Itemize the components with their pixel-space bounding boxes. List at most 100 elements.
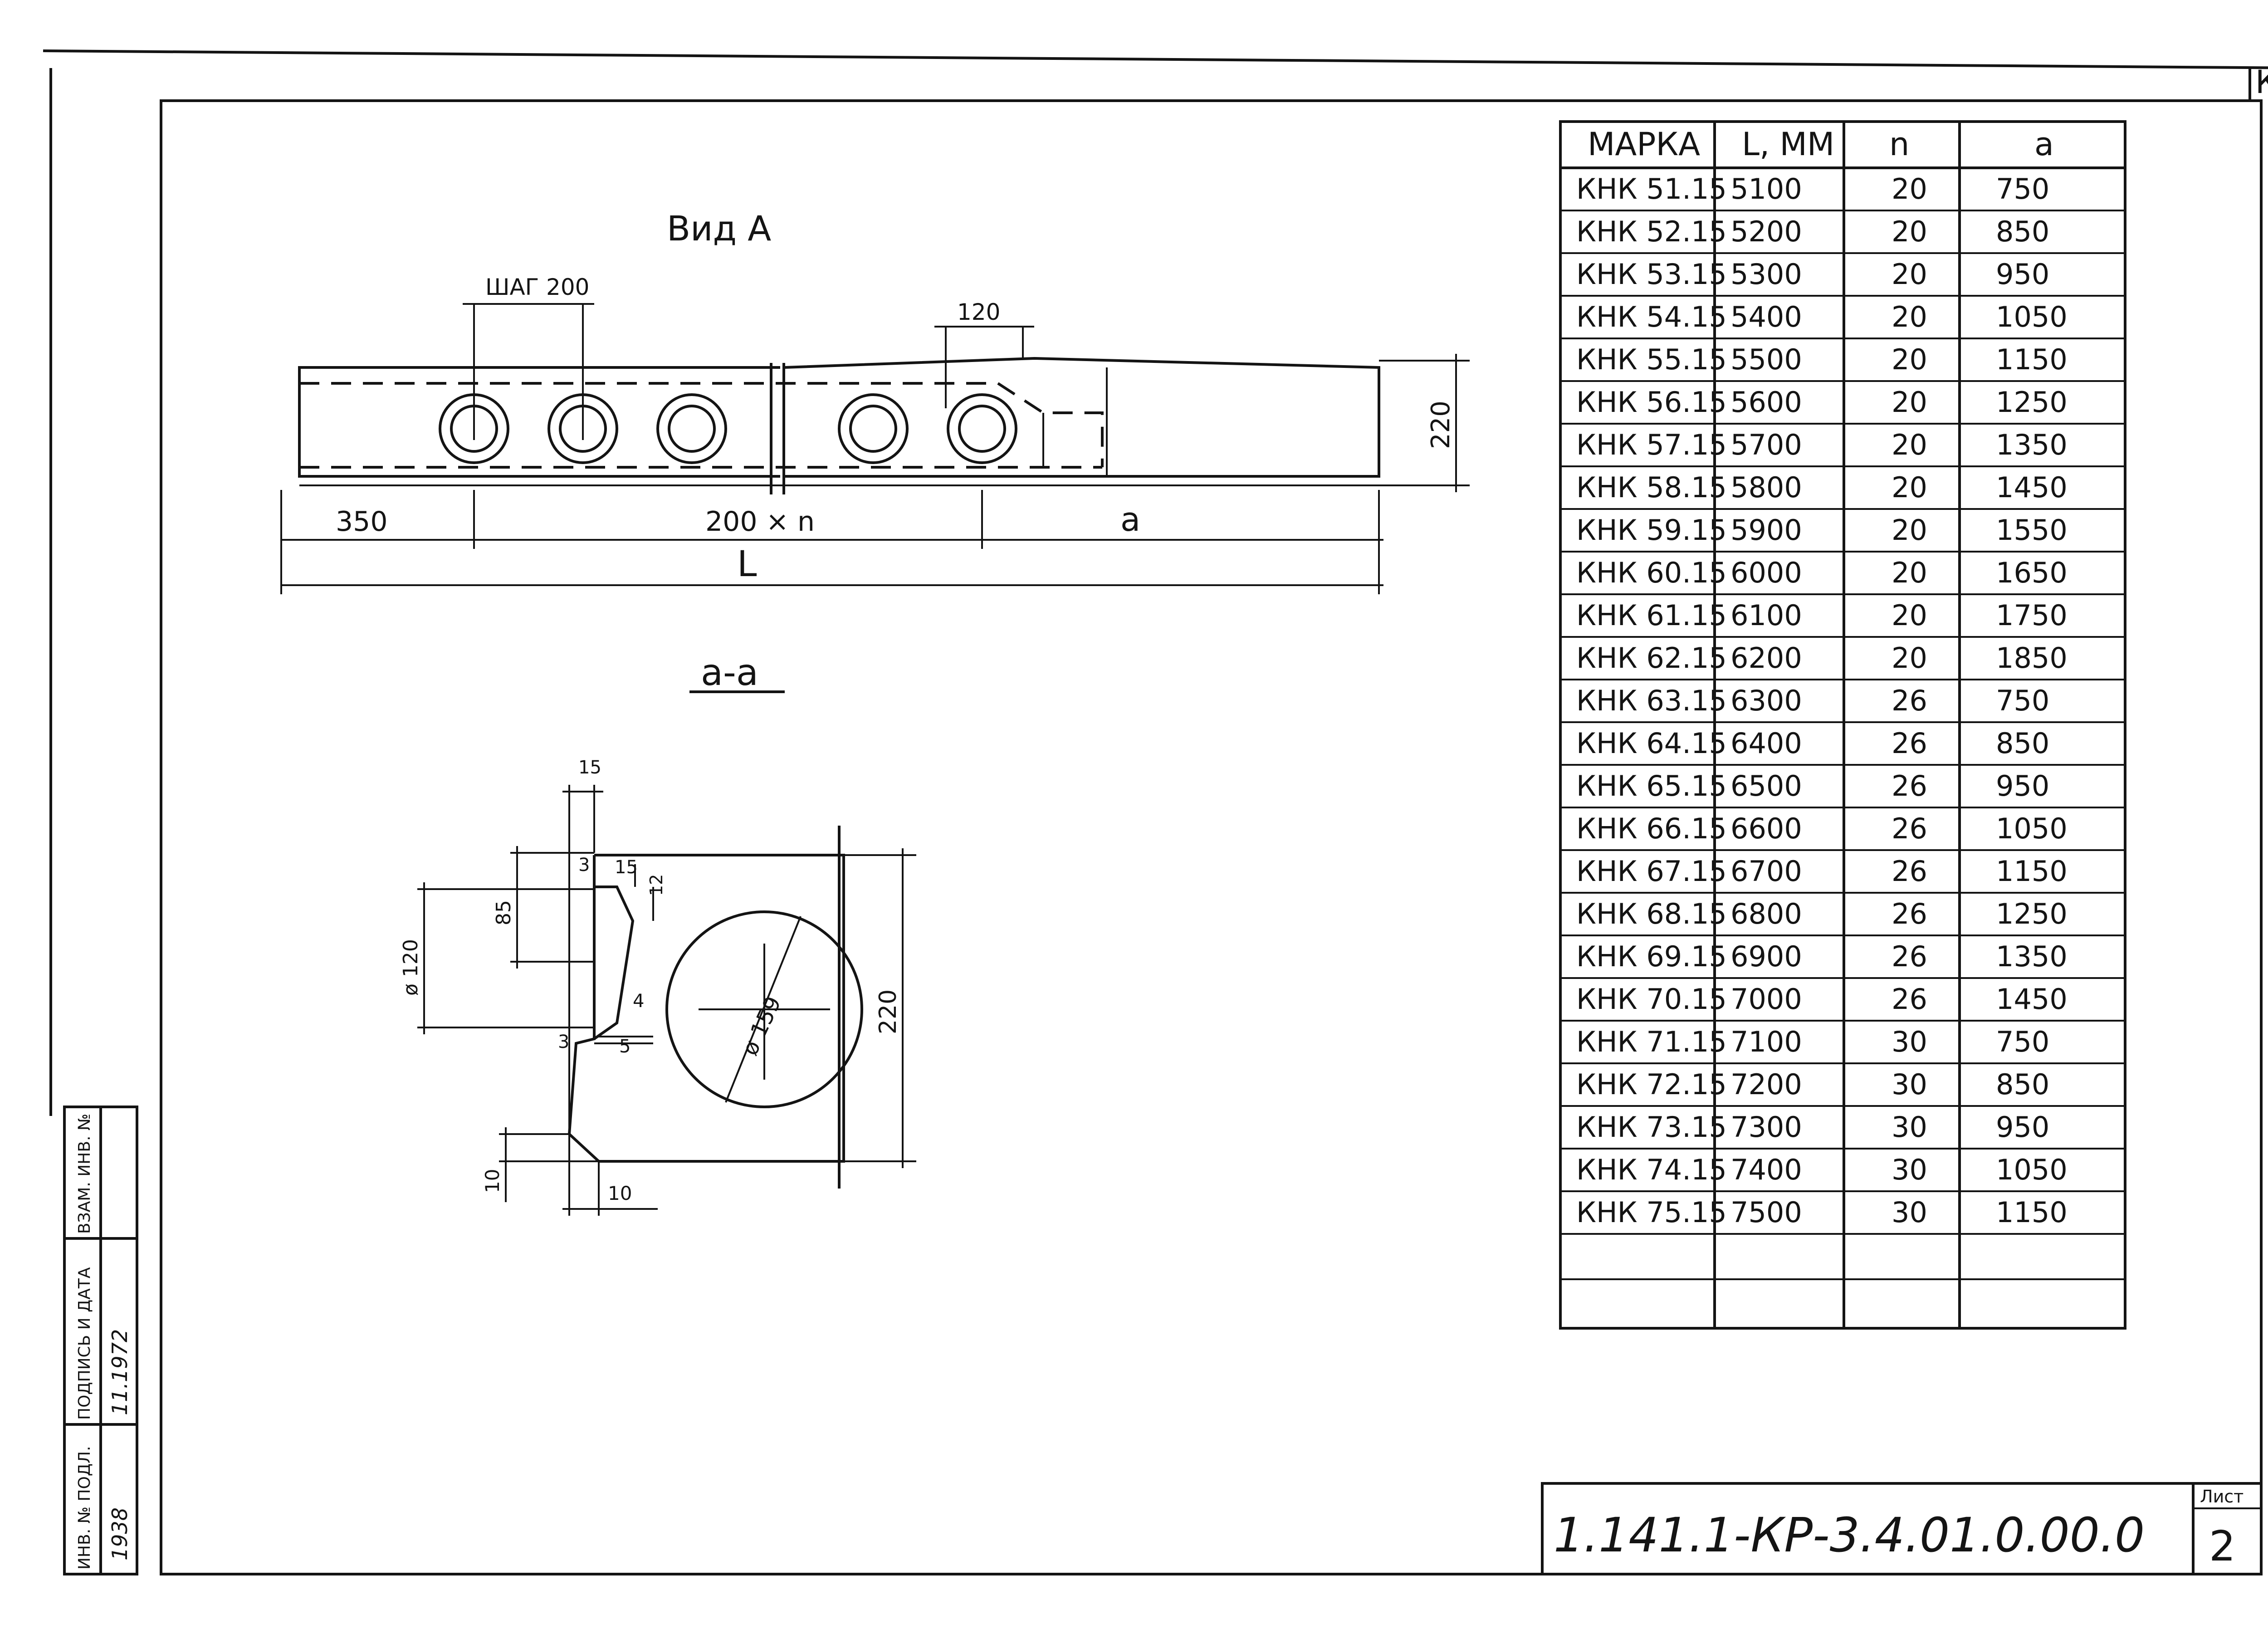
table-cell-a: 1050: [1996, 812, 2068, 845]
hole-offset-label: 120: [957, 299, 1000, 325]
sec-height-label: 220: [875, 989, 902, 1034]
table-cell-mark: КНК 56.15: [1576, 386, 1727, 419]
table-cell-mark: КНК 66.15: [1576, 812, 1727, 845]
table-cell-n: 30: [1892, 1068, 1927, 1101]
table-cell-a: 1550: [1996, 514, 2068, 547]
table-cell-n: 20: [1892, 556, 1927, 589]
table-cell-length: 6400: [1730, 727, 1802, 760]
table-cell-mark: КНК 51.15: [1576, 172, 1727, 205]
section-view: ø 159 15 3 15 12 85 ø 120 4 3 5 220 10: [399, 757, 916, 1216]
table-cell-a: 950: [1996, 1111, 2049, 1144]
hole-4: [838, 393, 909, 464]
table-cell-n: 26: [1892, 983, 1927, 1016]
table-cell-n: 20: [1892, 514, 1927, 547]
beam-outline-right: [784, 357, 1380, 478]
d12-label: 12: [646, 874, 666, 896]
hole-3: [656, 393, 727, 464]
beam-view: ШАГ 200 120 220 350 200 × n а L: [280, 274, 1470, 594]
header-marka: МАРКА: [1588, 126, 1700, 163]
table-cell-length: 5400: [1730, 300, 1802, 333]
table-cell-length: 6600: [1730, 812, 1802, 845]
table-cell-n: 30: [1892, 1025, 1927, 1058]
d10-vertical-label: 10: [481, 1169, 503, 1193]
dim-total-label: L: [737, 544, 757, 585]
table-cell-n: 30: [1892, 1196, 1927, 1229]
title-block: 1.141.1-КР-3.4.01.0.00.0 Лист 2: [1541, 1482, 2263, 1575]
table-cell-mark: КНК 55.15: [1576, 343, 1727, 376]
table-cell-mark: КНК 52.15: [1576, 215, 1727, 248]
drawing-frame: [160, 99, 2263, 1575]
top-15-label: 15: [578, 757, 601, 778]
table-cell-mark: КНК 62.15: [1576, 641, 1727, 675]
table-cell-mark: КНК 65.15: [1576, 769, 1727, 802]
table-cell-mark: КНК 73.15: [1576, 1111, 1727, 1144]
dim-200n-label: 200 × n: [705, 506, 815, 538]
header-length: L, ММ: [1742, 126, 1834, 163]
table-cell-mark: КНК 60.15: [1576, 556, 1727, 589]
corner-mark: К: [2255, 64, 2268, 101]
table-cell-length: 6100: [1730, 599, 1802, 632]
header-a: а: [2034, 126, 2054, 163]
beam-outline-left: [298, 366, 780, 478]
table-cell-length: 5900: [1730, 514, 1802, 547]
table-cell-n: 30: [1892, 1111, 1927, 1144]
table-cell-a: 1750: [1996, 599, 2068, 632]
table-cell-length: 6500: [1730, 769, 1802, 802]
table-cell-length: 6700: [1730, 855, 1802, 888]
table-cell-a: 950: [1996, 258, 2049, 291]
view-title: Вид А: [667, 208, 771, 249]
table-cell-length: 6900: [1730, 940, 1802, 973]
table-cell-mark: КНК 70.15: [1576, 983, 1727, 1016]
channel-end-dashed: [997, 382, 1104, 467]
table-cell-length: 7500: [1730, 1196, 1802, 1229]
d4-label: 4: [633, 991, 644, 1012]
table-cell-mark: КНК 54.15: [1576, 300, 1727, 333]
table-cell-length: 5100: [1730, 172, 1802, 205]
table-cell-mark: КНК 67.15: [1576, 855, 1727, 888]
table-cell-length: 6800: [1730, 897, 1802, 930]
table-cell-length: 5200: [1730, 215, 1802, 248]
table-cell-n: 30: [1892, 1153, 1927, 1186]
table-cell-n: 20: [1892, 300, 1927, 333]
table-cell-n: 26: [1892, 769, 1927, 802]
top-trim-line: [43, 49, 2268, 69]
table-cell-a: 850: [1996, 727, 2049, 760]
table-cell-n: 20: [1892, 258, 1927, 291]
dim-a-label: а: [1120, 500, 1140, 538]
table-cell-a: 1050: [1996, 1153, 2068, 1186]
table-cell-mark: КНК 63.15: [1576, 684, 1727, 717]
table-cell-mark: КНК 61.15: [1576, 599, 1727, 632]
dim-350-label: 350: [336, 506, 388, 538]
table-cell-a: 1450: [1996, 983, 2068, 1016]
table-cell-n: 26: [1892, 897, 1927, 930]
section-title: а-а: [701, 651, 758, 694]
section-groove: [593, 885, 635, 1040]
table-cell-a: 1850: [1996, 641, 2068, 675]
table-cell-a: 1650: [1996, 556, 2068, 589]
pitch-label: ШАГ 200: [485, 274, 590, 300]
table-cell-length: 7000: [1730, 983, 1802, 1016]
table-cell-n: 20: [1892, 386, 1927, 419]
table-cell-length: 5500: [1730, 343, 1802, 376]
table-cell-length: 7200: [1730, 1068, 1802, 1101]
title-block-border: [1541, 1482, 2263, 1575]
sheet-label: Лист: [2200, 1487, 2244, 1507]
table-cell-a: 1050: [1996, 300, 2068, 333]
table-cell-n: 26: [1892, 812, 1927, 845]
d3-top-label: 3: [578, 855, 590, 876]
table-cell-a: 1450: [1996, 471, 2068, 504]
table-cell-n: 20: [1892, 599, 1927, 632]
table-cell-length: 6300: [1730, 684, 1802, 717]
table-cell-mark: КНК 53.15: [1576, 258, 1727, 291]
table-cell-a: 1250: [1996, 897, 2068, 930]
table-cell-a: 1150: [1996, 343, 2068, 376]
d10-horizontal-label: 10: [608, 1182, 632, 1204]
sheet-number: 2: [2209, 1522, 2236, 1570]
table-cell-mark: КНК 75.15: [1576, 1196, 1727, 1229]
header-n: n: [1889, 126, 1909, 163]
table-cell-mark: КНК 69.15: [1576, 940, 1727, 973]
table-cell-mark: КНК 72.15: [1576, 1068, 1727, 1101]
table-cell-length: 7100: [1730, 1025, 1802, 1058]
